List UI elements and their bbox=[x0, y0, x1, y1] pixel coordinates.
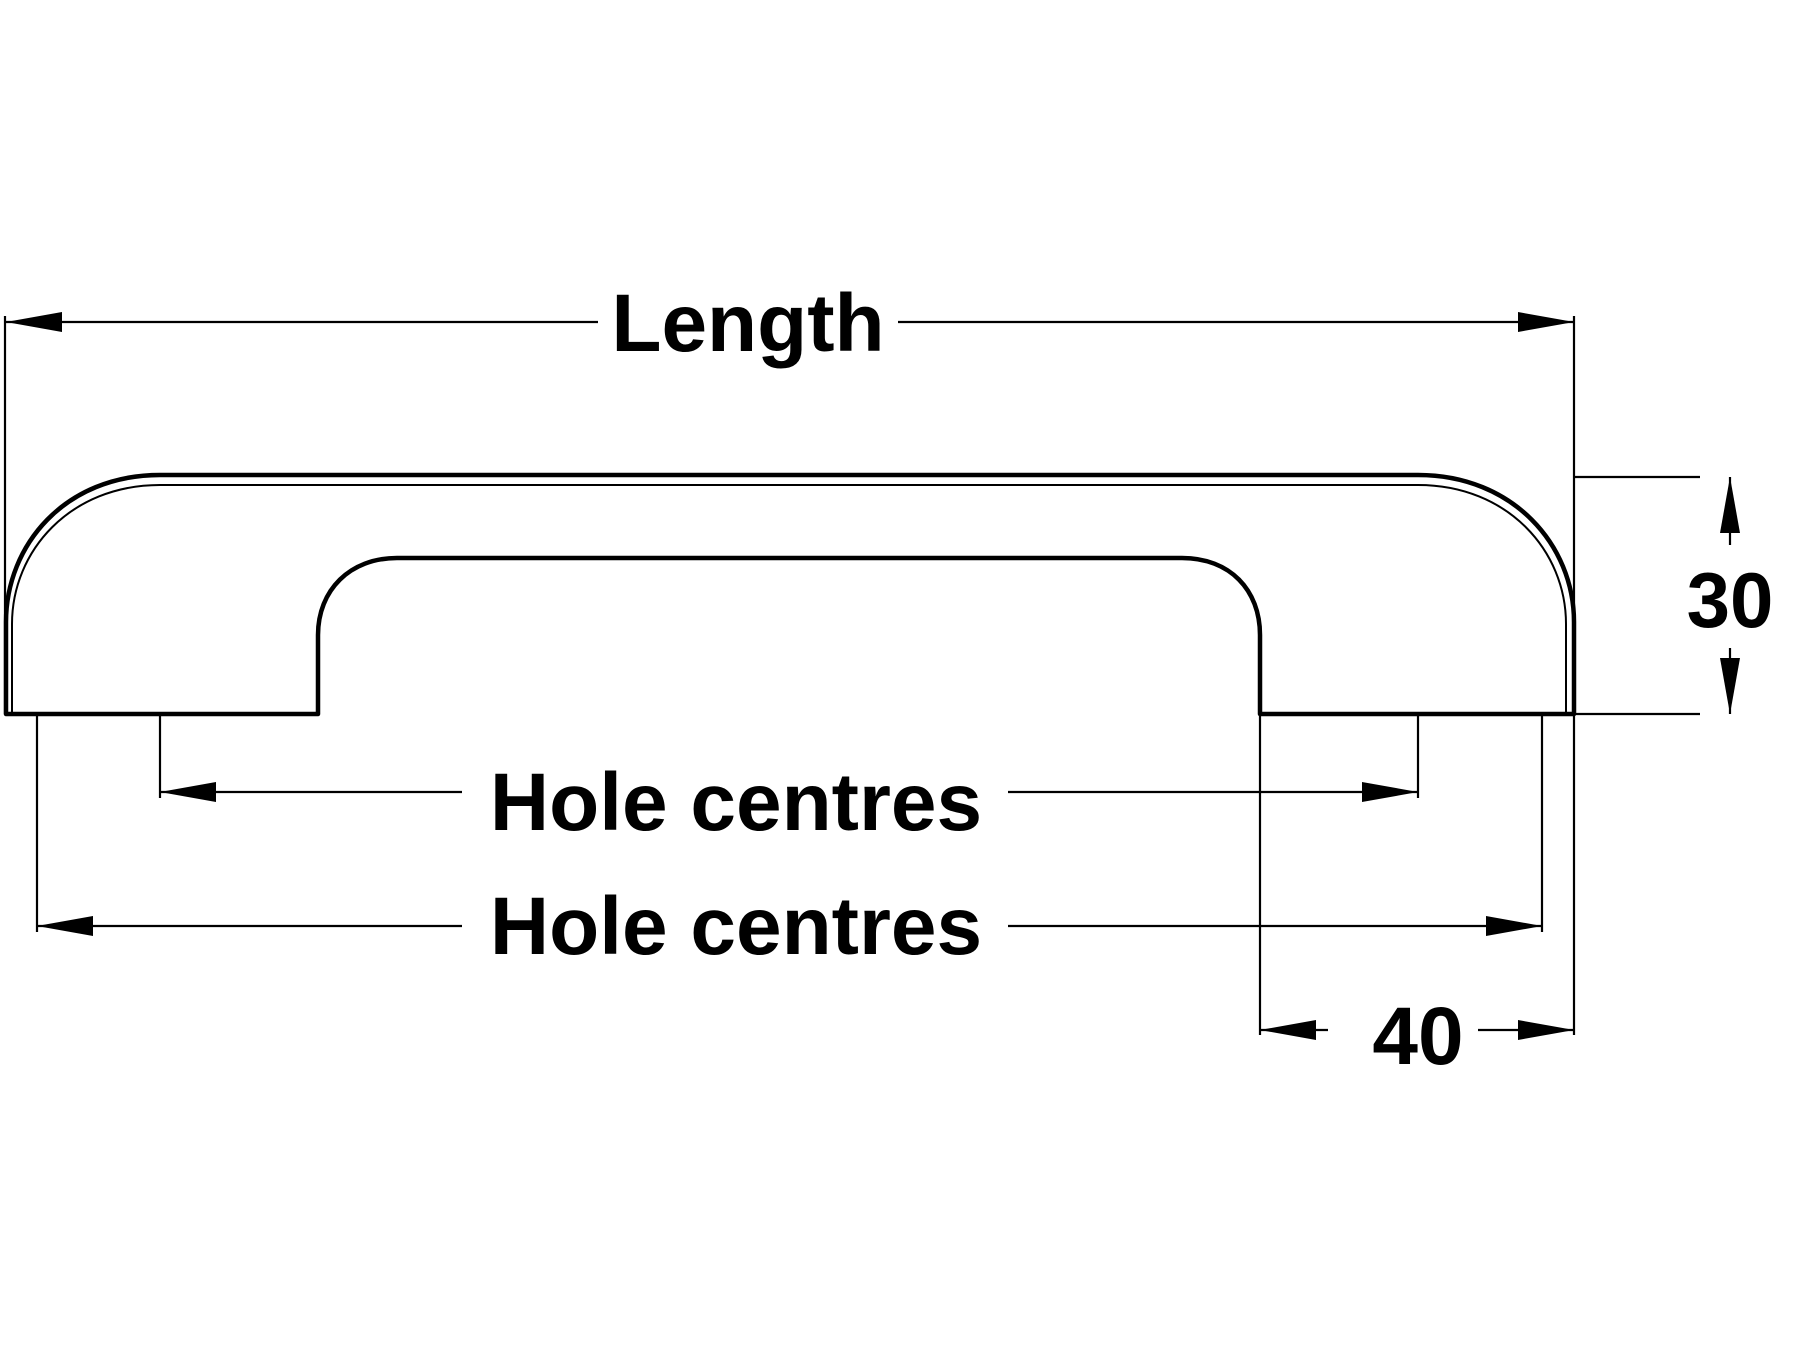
height-dimension: 30 bbox=[1574, 475, 1774, 716]
length-label: Length bbox=[611, 278, 884, 369]
length-dimension: Length bbox=[3, 278, 1576, 714]
height-value: 30 bbox=[1687, 556, 1774, 644]
hole-centres-outer-label: Hole centres bbox=[490, 881, 982, 972]
length-arrow-right bbox=[1518, 312, 1574, 332]
leg-width-dimension: 40 bbox=[1258, 714, 1576, 1082]
hole-inner-arrow-left bbox=[160, 782, 216, 802]
length-arrow-left bbox=[6, 312, 62, 332]
hole-inner-arrow-right bbox=[1362, 782, 1418, 802]
handle-top-edge-line bbox=[11, 484, 1567, 714]
hole-outer-arrow-left bbox=[37, 916, 93, 936]
hole-centres-inner-label: Hole centres bbox=[490, 757, 982, 848]
handle-outline bbox=[3, 472, 1577, 717]
height-arrow-bottom bbox=[1720, 658, 1740, 714]
hole-outer-arrow-right bbox=[1486, 916, 1542, 936]
leg-arrow-left bbox=[1260, 1020, 1316, 1040]
leg-width-value: 40 bbox=[1372, 991, 1463, 1082]
leg-arrow-right bbox=[1518, 1020, 1574, 1040]
handle-profile bbox=[3, 472, 1577, 717]
hole-centres-outer-dimension: Hole centres bbox=[35, 714, 1544, 972]
height-arrow-top bbox=[1720, 477, 1740, 533]
hole-centres-inner-dimension: Hole centres bbox=[158, 714, 1420, 848]
